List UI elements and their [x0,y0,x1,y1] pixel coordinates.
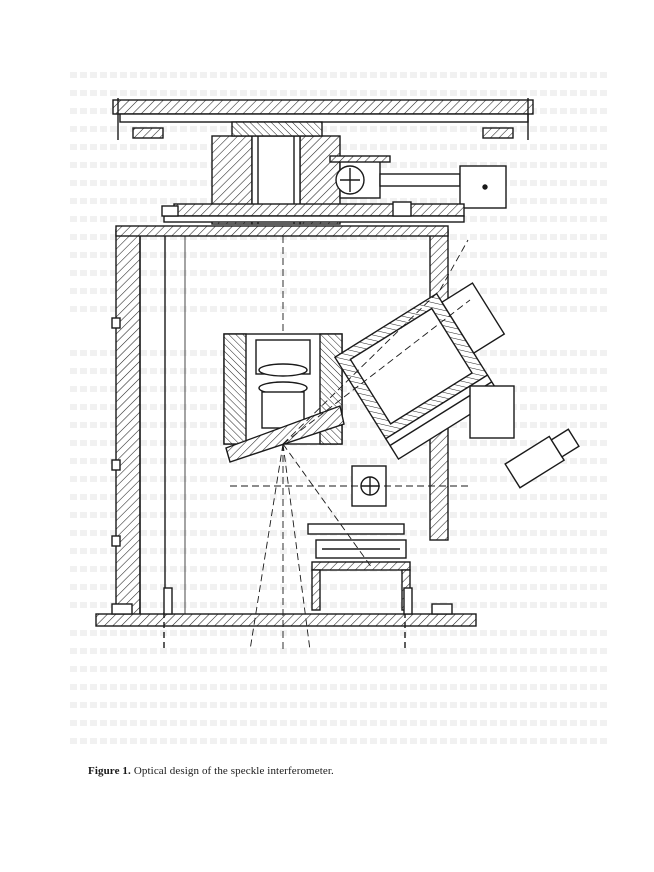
bleed-through-text [70,306,610,312]
mounting-plate [161,201,465,223]
bleed-through-text [70,126,610,132]
bleed-through-text [70,720,610,726]
bleed-through-text [70,602,610,608]
bleed-through-text [70,702,610,708]
bleed-through-text [70,90,610,96]
bleed-through-text [70,458,610,464]
bleed-through-text [70,684,610,690]
bleed-through-text [70,630,610,636]
side-motor-top [329,155,507,209]
base-bolts [163,587,413,615]
bleed-through-text [70,648,610,654]
figure-caption: Figure 1.Optical design of the speckle i… [88,765,334,777]
bleed-through-text [70,494,610,500]
light-ray-paths [230,236,471,651]
top-plate [112,98,534,140]
tilted-camera-head [333,282,580,489]
bleed-through-text [70,252,610,258]
base-plate [95,603,477,648]
bleed-through-text [70,512,610,518]
bleed-through-text [70,584,610,590]
figure-caption-text: Optical design of the speckle interferom… [133,765,334,777]
bleed-through-text [70,666,610,672]
bleed-through-text [70,288,610,294]
bleed-through-text [70,476,610,482]
bleed-through-text [70,270,610,276]
figure-label: Figure 1. [88,765,131,777]
bleed-through-text [70,738,610,744]
bleed-through-text [70,234,610,240]
lower-optics [307,465,411,611]
bleed-through-text [70,72,610,78]
